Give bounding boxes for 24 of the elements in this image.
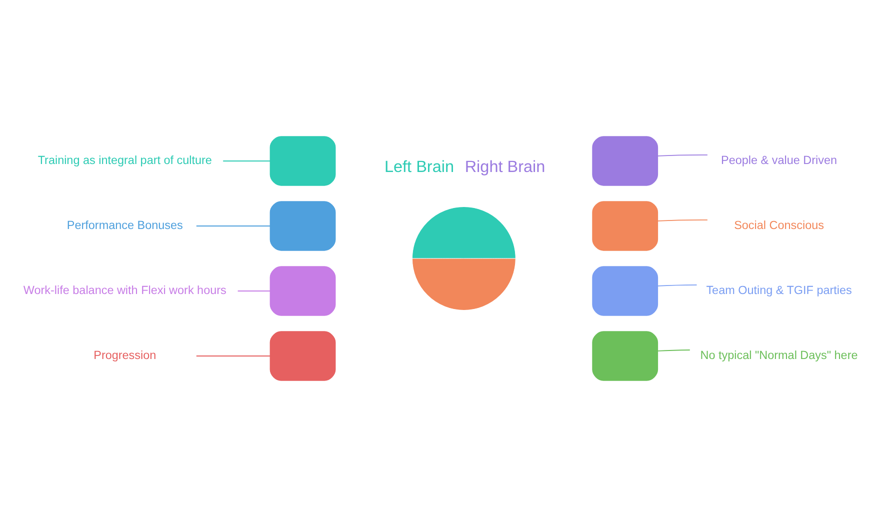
connector — [237, 290, 271, 292]
node-text: People & value Driven — [721, 154, 838, 168]
label: Right Brain — [464, 158, 546, 176]
node-box — [270, 201, 336, 251]
label: Left Brain — [384, 158, 454, 176]
node-box — [592, 136, 658, 186]
connector — [657, 350, 690, 352]
node-box — [592, 201, 658, 251]
node-box — [592, 331, 658, 381]
node-text: Team Outing & TGIF parties — [706, 284, 852, 298]
node-box — [270, 136, 336, 186]
node-box — [270, 266, 336, 316]
connector — [657, 219, 708, 222]
node-text: Progression — [94, 349, 156, 362]
node-text: Work-life balance with Flexi work hours — [23, 284, 226, 298]
node-box — [270, 331, 336, 381]
node-text: Performance Bonuses — [66, 219, 183, 232]
connector — [657, 154, 708, 156]
node-text: Social Conscious — [734, 219, 824, 232]
node-text: Training as integral part of culture — [38, 154, 212, 168]
node-box — [592, 266, 658, 316]
node-text: No typical "Normal Days" here — [700, 349, 858, 362]
connector — [222, 160, 271, 162]
connector — [657, 284, 698, 286]
